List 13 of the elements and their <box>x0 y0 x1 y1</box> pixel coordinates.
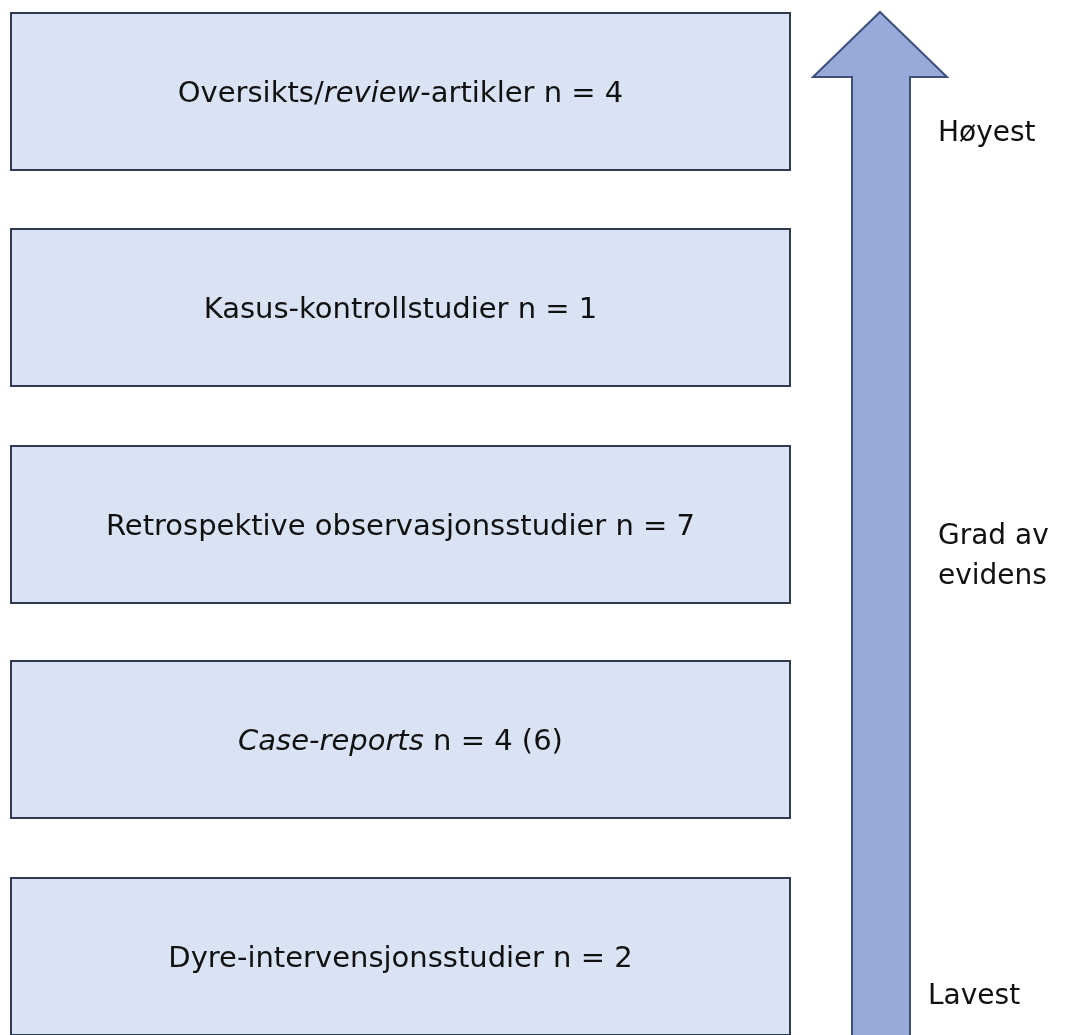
level-label: Oversikts/review-artikler n = 4 <box>177 74 624 109</box>
level-box <box>10 12 791 171</box>
level-label: Retrospektive observasjonsstudier n = 7 <box>105 507 696 542</box>
level-box <box>10 228 791 387</box>
level-label: Kasus-kontrollstudier n = 1 <box>203 290 598 325</box>
scale-label: Høyest <box>938 114 1037 150</box>
scale-label: Lavest <box>928 977 1022 1013</box>
level-box <box>10 660 791 819</box>
level-label: Dyre-intervensjonsstudier n = 2 <box>168 939 633 974</box>
scale-label: Grad av evidens <box>938 517 1050 593</box>
level-label: Case-reports n = 4 (6) <box>238 722 563 757</box>
level-box <box>10 877 791 1035</box>
level-box <box>10 445 791 604</box>
